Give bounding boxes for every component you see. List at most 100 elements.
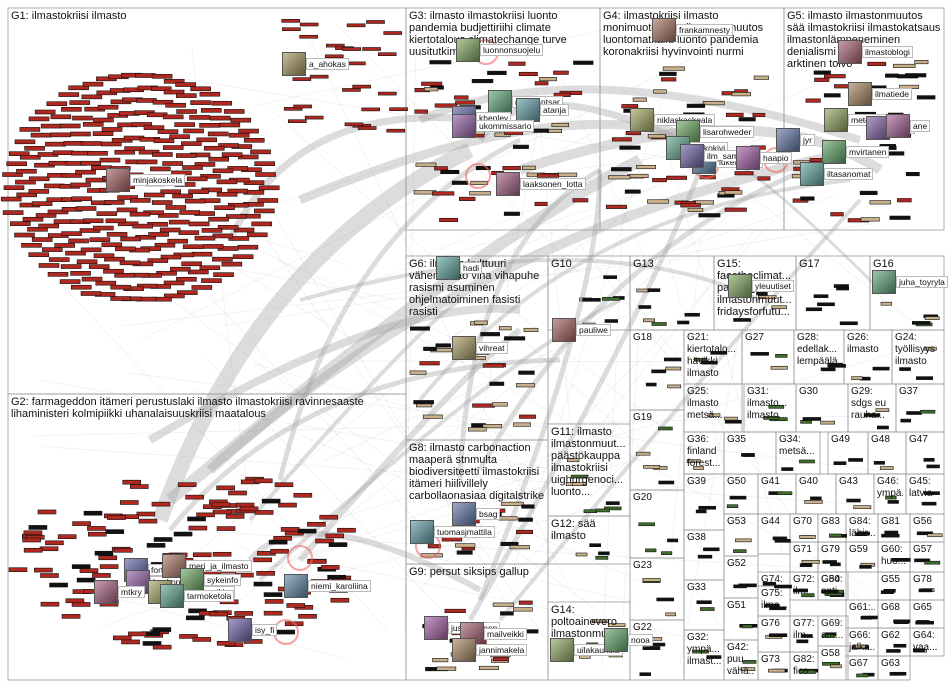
avatar-laaksonen-lotta (496, 172, 520, 196)
group-title-g80: G80 (821, 574, 843, 586)
g1-node (229, 133, 249, 137)
node (700, 608, 714, 611)
g1-node (200, 123, 220, 127)
g1-node (258, 198, 278, 202)
node (886, 649, 900, 652)
g1-node (251, 150, 271, 154)
g2-node (262, 499, 280, 503)
node (487, 71, 506, 75)
node (802, 560, 820, 563)
node (687, 104, 705, 108)
node (881, 302, 892, 305)
node (414, 400, 434, 404)
node (685, 313, 700, 316)
g1-node (197, 138, 217, 142)
node (814, 71, 831, 75)
avatar-meteorologit (824, 108, 848, 132)
g1-node (201, 279, 221, 283)
node (519, 601, 532, 605)
group-title-g8: G8: ilmasto carbonaction maaperä stnmult… (409, 442, 545, 502)
node (741, 453, 754, 456)
g2-node (197, 513, 215, 517)
g2-node (217, 486, 235, 490)
group-title-g17: G17 (799, 258, 867, 270)
node (424, 87, 437, 91)
avatar-frankamnesty (652, 18, 676, 42)
g1-node (212, 101, 232, 105)
avatar-jyr (776, 128, 800, 152)
node (636, 452, 650, 455)
g1-node (81, 161, 101, 165)
g1-node (163, 146, 183, 150)
g1-node (71, 285, 91, 289)
g1-node (69, 239, 89, 243)
g1-node (15, 140, 35, 144)
avatar-ane (886, 114, 910, 138)
g2-node (84, 511, 102, 515)
g1-node (152, 153, 172, 157)
g1-node (217, 192, 237, 196)
g1-node (115, 247, 135, 251)
g2-node (321, 565, 339, 569)
person-label: isy_fi (252, 624, 277, 636)
node (509, 62, 526, 65)
group-title-g42: G42: puu vähä... (727, 642, 755, 678)
avatar-luonnonsuojelu (456, 38, 480, 62)
avatar-ilmastoblogi (838, 40, 862, 64)
node (625, 190, 640, 194)
node (637, 289, 649, 292)
node (636, 165, 655, 169)
node (468, 428, 486, 432)
node (633, 98, 646, 102)
node (454, 96, 468, 100)
g1-node (83, 219, 103, 223)
node (775, 539, 790, 542)
g2-node (130, 485, 148, 489)
g2-node (87, 526, 105, 530)
g2-node (153, 628, 171, 632)
g1-node (76, 170, 96, 174)
node (533, 129, 549, 133)
avatar-niemi-karoliina (284, 574, 308, 598)
group-title-g18: G18 (633, 332, 681, 344)
g1-node (42, 248, 62, 252)
g1-node (45, 142, 65, 146)
node (703, 548, 719, 551)
group-title-g48: G48 (871, 434, 903, 446)
g1-node (14, 233, 34, 237)
node (922, 502, 936, 505)
node (699, 506, 716, 509)
g1-node (378, 53, 396, 56)
node (493, 603, 514, 607)
g1-node (192, 252, 212, 256)
g2-node (193, 637, 211, 641)
node (535, 82, 548, 86)
g2-node (24, 531, 42, 535)
g1-node (1, 197, 21, 201)
g2-node (153, 645, 171, 649)
node (573, 61, 593, 65)
person-label: frankamnesty (676, 24, 733, 36)
avatar-jannimakela (452, 638, 476, 662)
node (519, 518, 533, 522)
node (513, 608, 532, 612)
g2-node (188, 517, 206, 521)
node (492, 403, 507, 407)
g2-node (107, 516, 125, 520)
g1-node (39, 263, 59, 267)
g2-node (29, 525, 47, 529)
g2-node (281, 527, 299, 531)
g1-node (226, 214, 246, 218)
node (754, 76, 769, 80)
g2-node (92, 573, 110, 577)
group-title-g55: G55 (881, 574, 907, 586)
node (666, 176, 686, 180)
avatar-tuomasjmattila (410, 520, 434, 544)
group-title-g45: G45: latvia (909, 476, 941, 500)
node (677, 321, 689, 324)
person-label: minjakoskela (130, 174, 185, 186)
node (436, 344, 451, 348)
person-label: ukommissario (476, 120, 534, 132)
node (894, 644, 906, 647)
person-label: a_ahokas (306, 58, 349, 70)
